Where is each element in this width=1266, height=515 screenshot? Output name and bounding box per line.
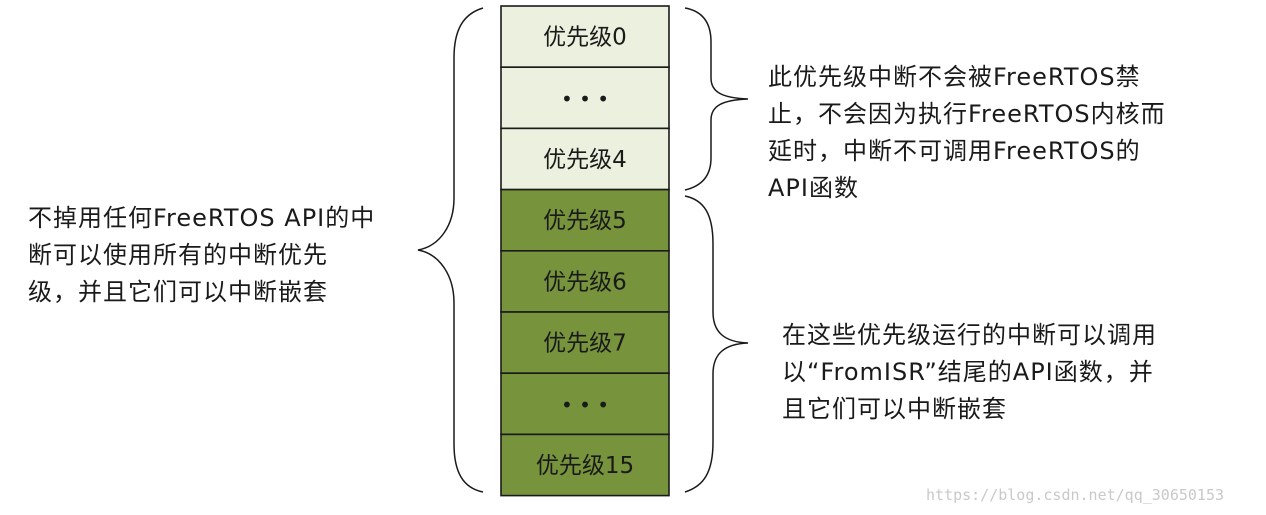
- priority-cell: • • •: [500, 66, 670, 130]
- priority-cell-label: 优先级0: [543, 25, 627, 51]
- priority-cell-label: 优先级4: [543, 147, 627, 173]
- left-brace: [417, 7, 484, 493]
- priority-cell: 优先级7: [500, 311, 670, 375]
- priority-cell-label: 优先级6: [543, 269, 627, 295]
- priority-cell: 优先级6: [500, 250, 670, 313]
- bottom-right-annotation: 在这些优先级运行的中断可以调用 以“FromISR”结尾的API函数，并 且它们…: [782, 321, 1157, 423]
- priority-cell-label: 优先级15: [536, 453, 634, 479]
- top-right-annotation: 此优先级中断不会被FreeRTOS禁 止，不会因为执行FreeRTOS内核而 延…: [768, 63, 1166, 202]
- watermark: https://blog.csdn.net/qq_30650153: [926, 486, 1225, 504]
- priority-stack: 优先级0 • • • 优先级4 优先级5 优先级6 优先级7 • • • 优先级15: [500, 5, 670, 497]
- right-brace-top: [684, 7, 749, 191]
- priority-cell-label: 优先级7: [543, 331, 627, 357]
- left-annotation: 不掉用任何FreeRTOS API的中 断可以使用所有的中断优先 级，并且它们可…: [28, 204, 376, 306]
- right-brace-bottom: [684, 195, 749, 493]
- priority-cell-box: [500, 66, 670, 130]
- priority-cell-box: [500, 372, 670, 436]
- priority-cell-label: 优先级5: [543, 208, 627, 234]
- priority-cell: 优先级15: [500, 433, 670, 497]
- priority-cell-box: [500, 5, 670, 69]
- priority-cell-box: [500, 127, 670, 191]
- priority-cell: 优先级0: [500, 5, 670, 69]
- priority-cell-box: [500, 433, 670, 497]
- priority-cell: • • •: [500, 372, 670, 436]
- priority-cell: 优先级5: [500, 188, 670, 252]
- priority-cell-label: • • •: [561, 87, 609, 111]
- priority-cell: 优先级4: [500, 127, 670, 191]
- priority-cell-label: • • •: [561, 393, 609, 417]
